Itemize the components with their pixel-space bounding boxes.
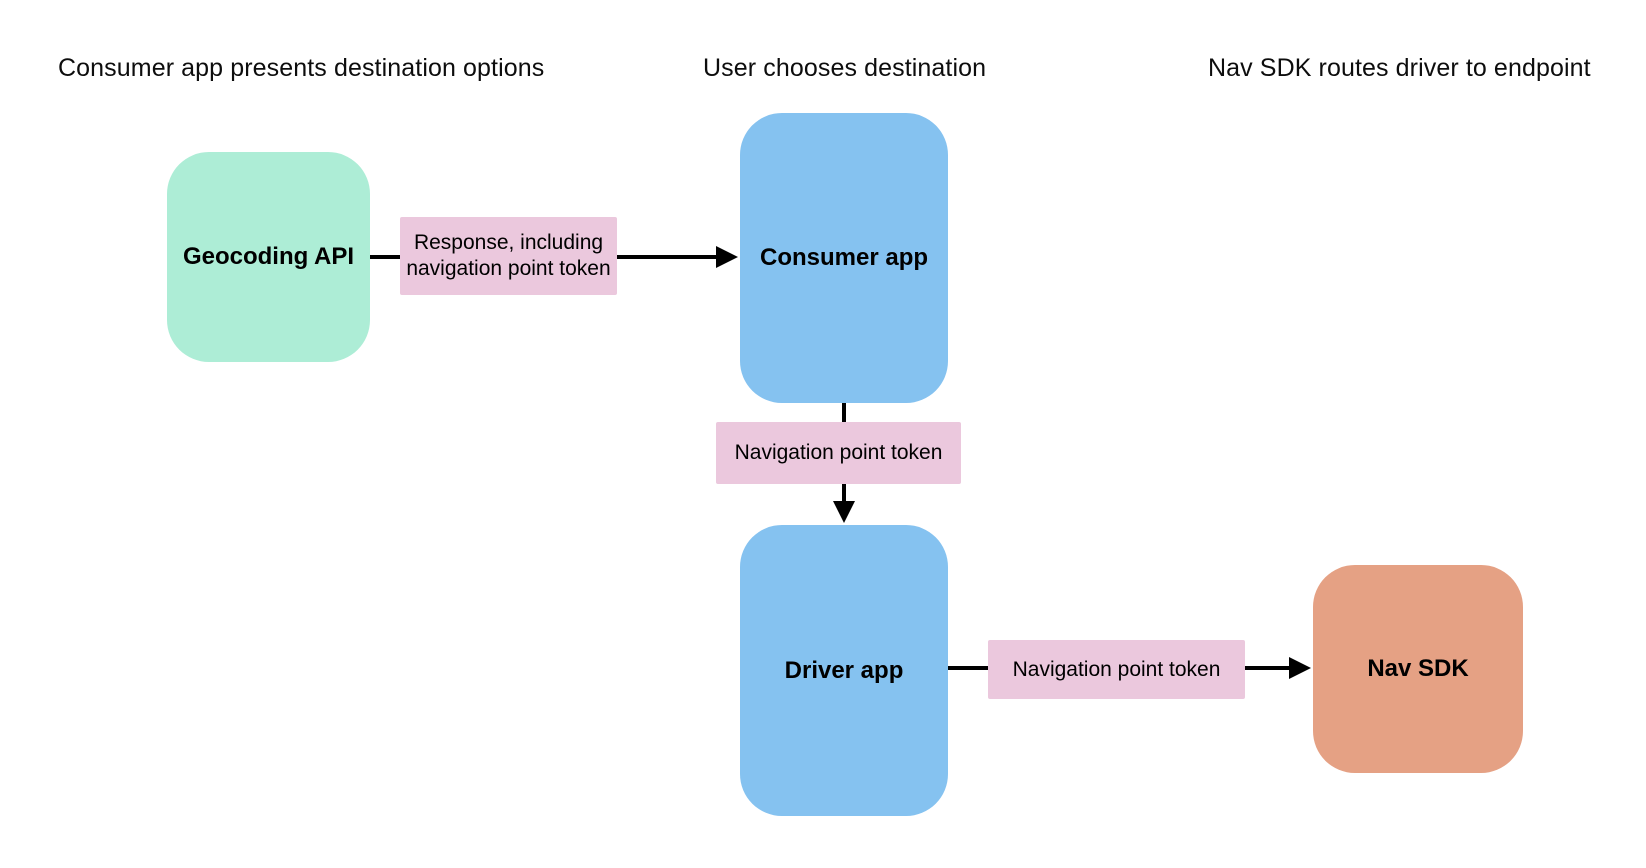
column-header-consumer-presents: Consumer app presents destination option… [58, 54, 545, 82]
column-header-navsdk-routes: Nav SDK routes driver to endpoint [1208, 54, 1591, 82]
arrowhead-into-consumer-app [716, 246, 738, 268]
arrowhead-into-driver-app [833, 501, 855, 523]
node-driver-app-label: Driver app [784, 656, 904, 684]
node-driver-app: Driver app [740, 525, 948, 816]
node-geocoding-api: Geocoding API [167, 152, 370, 362]
arrowhead-into-nav-sdk [1289, 657, 1311, 679]
node-nav-sdk: Nav SDK [1313, 565, 1523, 773]
node-consumer-app-label: Consumer app [759, 244, 929, 271]
edge-label-response-including-token: Response, including navigation point tok… [400, 217, 617, 295]
edge-label-navigation-point-token-vertical: Navigation point token [716, 422, 961, 484]
column-header-user-chooses: User chooses destination [703, 54, 987, 82]
edge-label-navigation-point-token-horizontal: Navigation point token [988, 640, 1245, 699]
node-consumer-app: Consumer app [740, 113, 948, 403]
node-geocoding-api-label: Geocoding API [182, 243, 355, 270]
node-nav-sdk-label: Nav SDK [1367, 655, 1469, 682]
